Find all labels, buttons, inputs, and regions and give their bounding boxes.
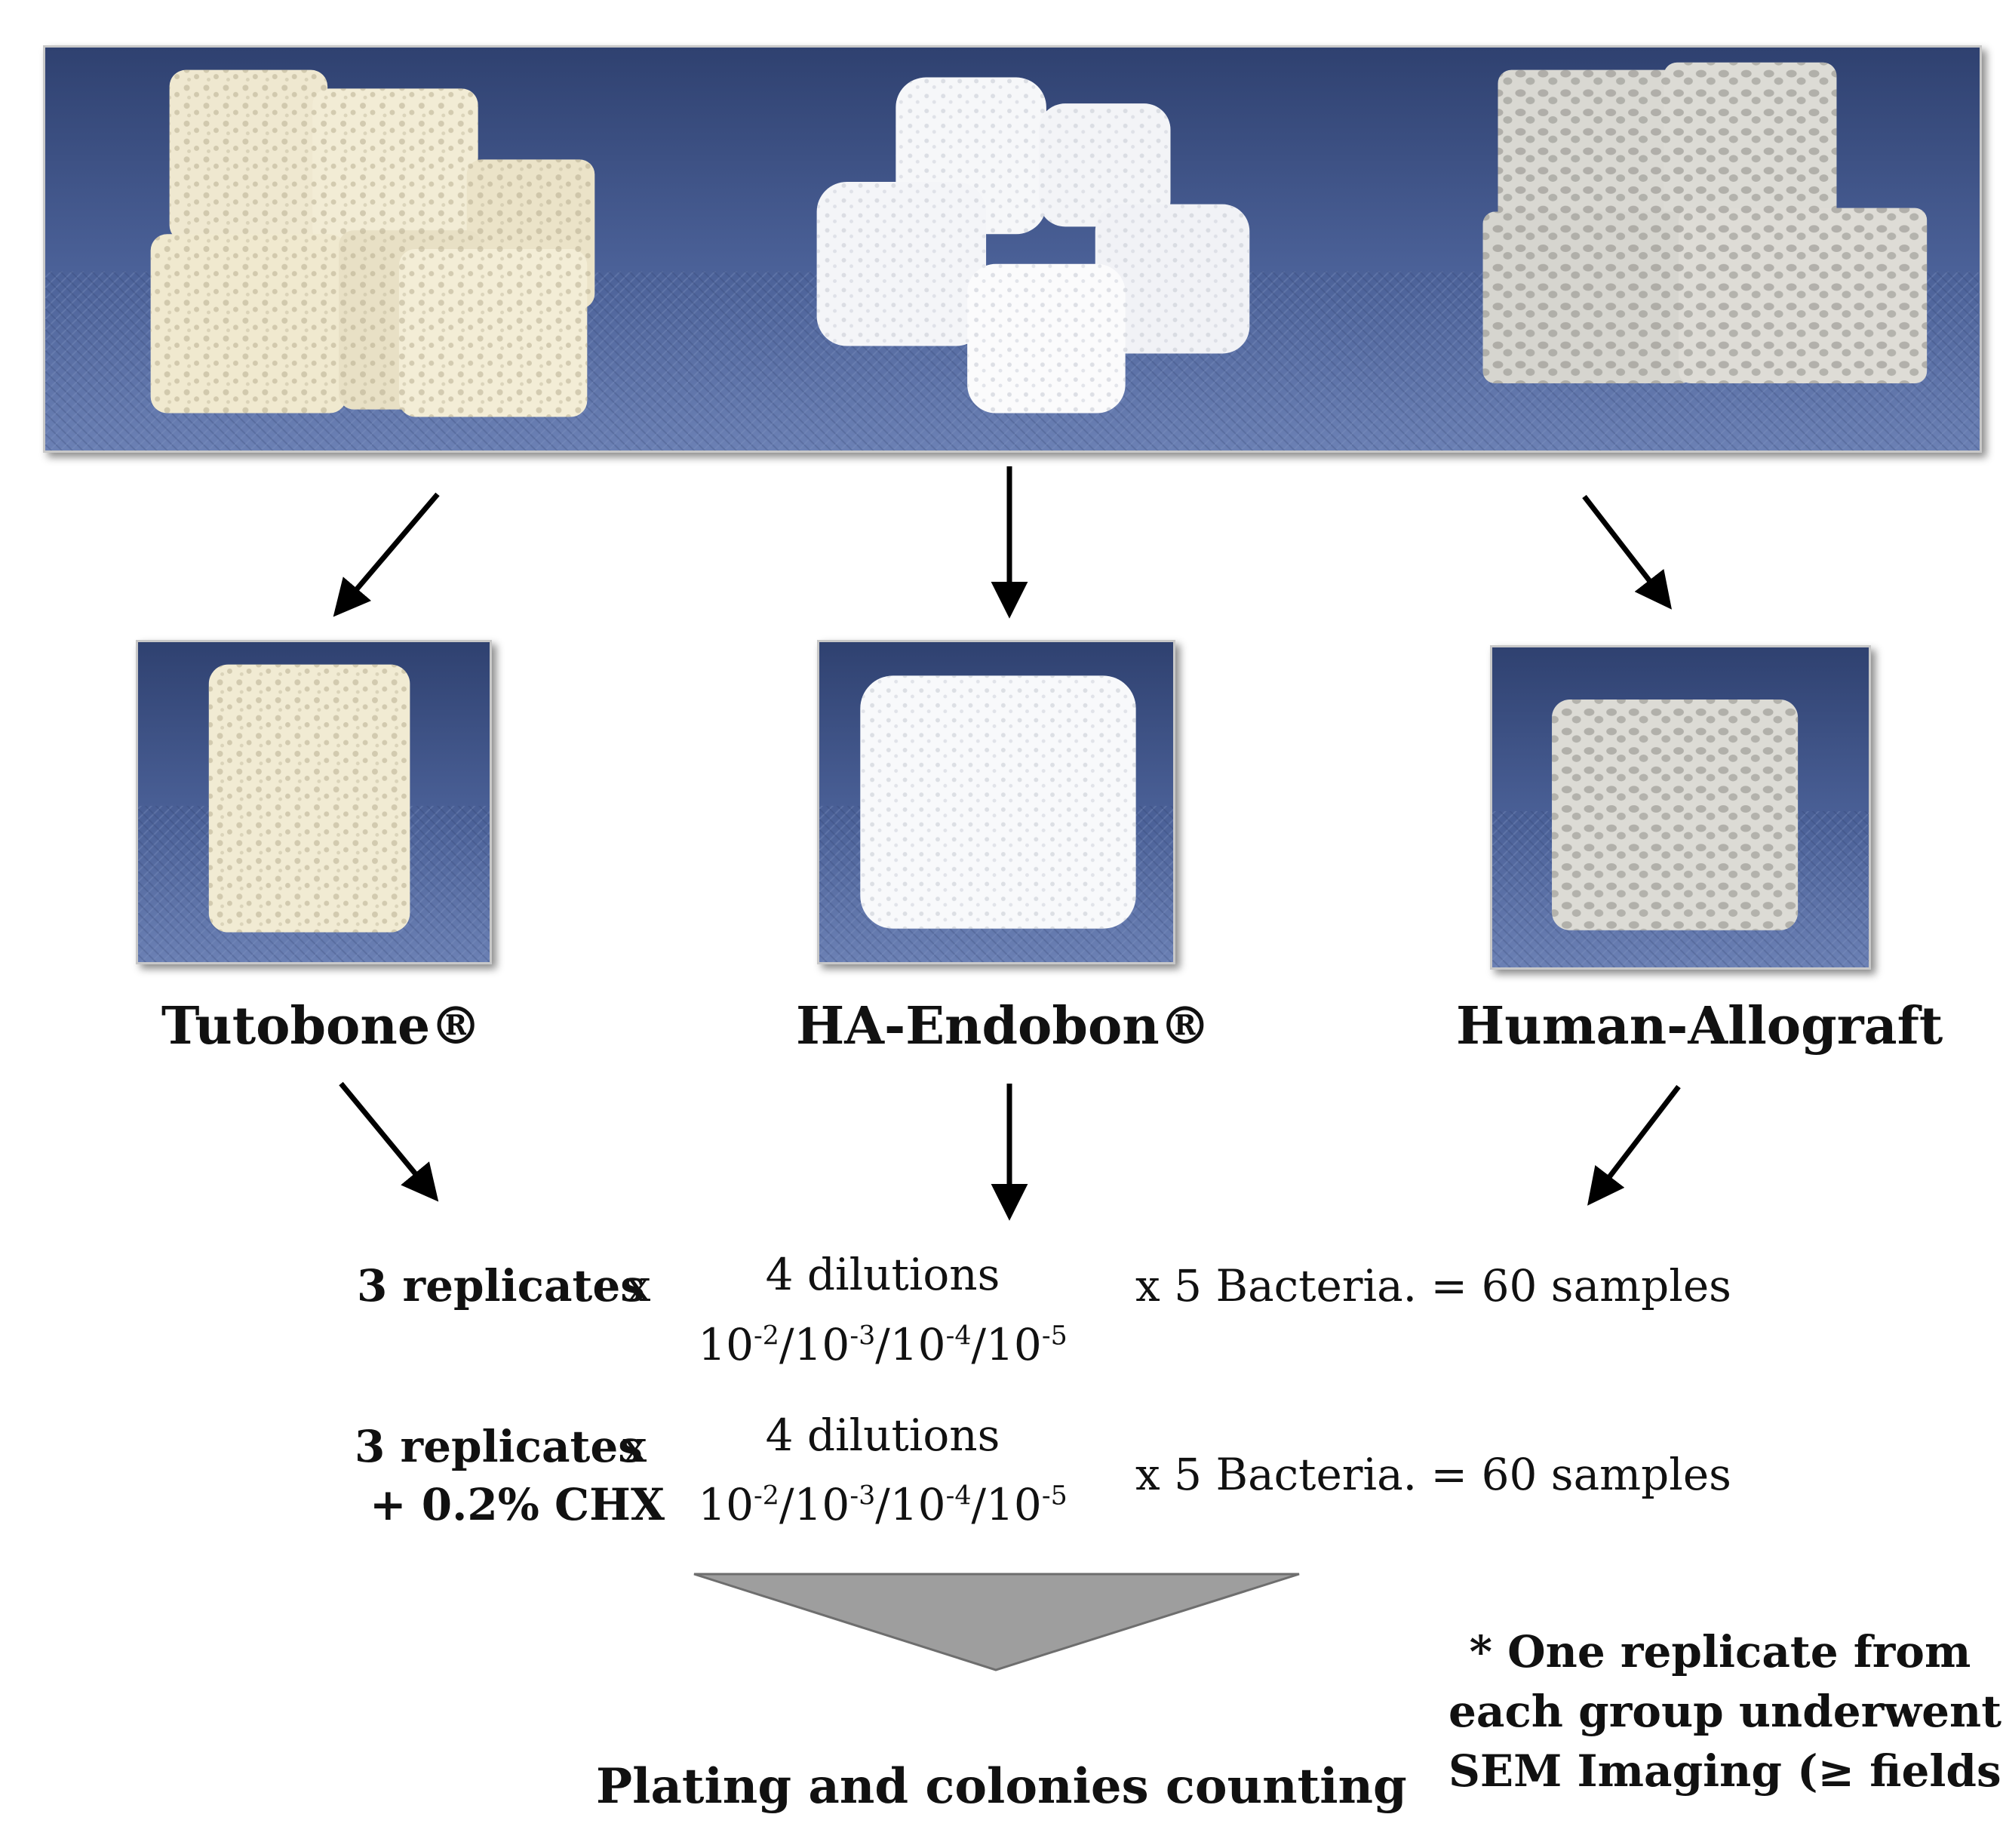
funnel-arrow	[693, 1573, 1300, 1671]
row1-replicates: 3 replicates	[357, 1260, 645, 1311]
row1-dil-base-3: 10	[889, 1319, 946, 1370]
arrow-allograft-to-samples	[1587, 1084, 1681, 1206]
row1-dil-exp-1: -2	[754, 1321, 779, 1351]
row1-times: x	[626, 1260, 651, 1311]
sem-note-line3: SEM Imaging (≥ fields)	[1448, 1745, 2003, 1797]
row2-dil-exp-3: -4	[945, 1481, 972, 1511]
sem-note-line2: each group underwent	[1448, 1686, 2002, 1737]
final-step-label: Plating and colonies counting	[596, 1758, 1407, 1815]
row1-dil-base-4: 10	[986, 1319, 1042, 1370]
row1-dil-base-2: 10	[794, 1319, 850, 1370]
row2-dilution-series: 10-2/10-3/10-4/10-5	[698, 1479, 1068, 1530]
row2-dil-base-2: 10	[794, 1479, 850, 1530]
ha-endobon-image	[819, 642, 1173, 962]
row2-dil-exp-2: -3	[849, 1481, 876, 1511]
ha-endobon-label: HA-Endobon®	[796, 996, 1211, 1056]
row1-dil-exp-2: -3	[849, 1321, 876, 1351]
tutobone-label: Tutobone®	[161, 996, 482, 1056]
top-photo-image	[45, 48, 1980, 450]
row2-chx-label: + 0.2% CHX	[370, 1479, 665, 1530]
ha-endobon-photo	[817, 640, 1175, 964]
row2-replicates: 3 replicates	[355, 1421, 643, 1472]
tutobone-photo	[136, 640, 492, 964]
row2-bacteria: x 5 Bacteria. = 60 samples	[1135, 1449, 1731, 1500]
ha-endobon-stack	[816, 77, 1250, 414]
human-allograft-photo	[1490, 645, 1871, 970]
row1-bacteria: x 5 Bacteria. = 60 samples	[1135, 1260, 1731, 1311]
top-photo-group	[43, 45, 1982, 453]
arrow-photo-to-tutobone	[333, 492, 440, 617]
row2-dil-base-4: 10	[986, 1479, 1042, 1530]
human-allograft-image	[1492, 647, 1869, 967]
row1-dil-exp-3: -4	[945, 1321, 972, 1351]
row1-dil-base-1: 10	[698, 1319, 754, 1370]
row2-dil-base-1: 10	[698, 1479, 754, 1530]
row2-dil-exp-4: -5	[1041, 1481, 1068, 1511]
arrow-tutobone-to-samples	[339, 1081, 439, 1202]
row1-dil-exp-4: -5	[1041, 1321, 1068, 1351]
human-allograft-label: Human-Allograft	[1456, 996, 1943, 1056]
human-allograft-stack	[1482, 62, 1928, 383]
row2-times: x	[622, 1421, 647, 1472]
row2-dilutions-title: 4 dilutions	[765, 1410, 1000, 1461]
tutobone-stack	[150, 69, 595, 417]
row2-dil-base-3: 10	[889, 1479, 946, 1530]
sem-note-line1: * One replicate from	[1469, 1626, 1971, 1677]
row1-dilution-series: 10-2/10-3/10-4/10-5	[698, 1319, 1068, 1370]
row2-dil-exp-1: -2	[754, 1481, 779, 1511]
row1-dilutions-title: 4 dilutions	[765, 1249, 1000, 1300]
arrow-photo-to-human-allograft	[1582, 494, 1673, 610]
tutobone-image	[138, 642, 490, 962]
